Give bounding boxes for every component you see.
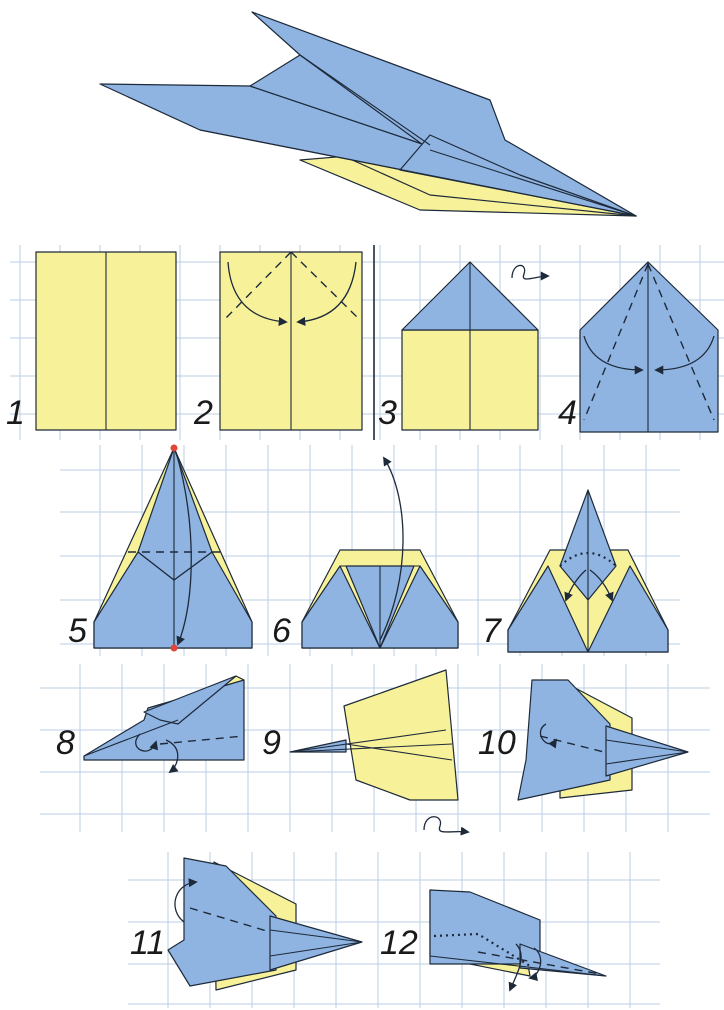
fold-arrow-icon	[379, 456, 404, 641]
fold-arrow-icon	[583, 335, 644, 375]
reference-dot	[170, 644, 178, 652]
step-4-diagram	[579, 261, 719, 433]
step-12-diagram	[429, 889, 607, 992]
step-7-number: 7	[482, 612, 502, 650]
fold-arrow-icon	[135, 733, 159, 752]
fold-arrow-icon	[508, 943, 522, 992]
step-5-diagram	[93, 444, 253, 652]
step-1-number: 1	[6, 394, 25, 432]
step-11-number: 11	[130, 924, 165, 962]
reference-dot	[170, 444, 178, 452]
step-6-number: 6	[272, 612, 291, 650]
turn-over-icon	[511, 264, 550, 281]
fold-arrow-icon	[539, 723, 558, 749]
fold-arrow-icon	[174, 878, 198, 923]
step-10-diagram	[517, 679, 689, 801]
step-5-number: 5	[68, 612, 87, 650]
fold-arrow-icon	[165, 739, 179, 774]
step-2-diagram	[219, 251, 363, 431]
finished-airplane-illustration	[99, 11, 637, 217]
fold-arrow-icon	[528, 947, 542, 982]
fold-arrow-icon	[589, 569, 614, 602]
fold-arrow-icon	[296, 261, 357, 326]
fold-arrow-icon	[227, 261, 288, 326]
step-8-number: 8	[56, 724, 75, 762]
step-4-number: 4	[558, 394, 577, 432]
turn-over-icon	[423, 816, 470, 836]
step-10-number: 10	[478, 724, 516, 762]
fold-arrow-icon	[654, 335, 715, 375]
step-3-number: 3	[378, 394, 397, 432]
step-8-diagram	[83, 675, 245, 774]
step-9-number: 9	[262, 724, 281, 762]
fold-arrow-icon	[564, 569, 587, 602]
fold-arrow-icon	[175, 451, 192, 646]
step-2-number: 2	[193, 394, 213, 432]
step-1-diagram	[35, 251, 177, 431]
step-6-diagram	[301, 456, 459, 649]
step-11-diagram	[167, 857, 363, 991]
step-3-diagram	[401, 261, 550, 431]
step-9-diagram	[289, 669, 459, 801]
step-7-diagram	[507, 489, 669, 653]
step-12-number: 12	[380, 924, 418, 962]
